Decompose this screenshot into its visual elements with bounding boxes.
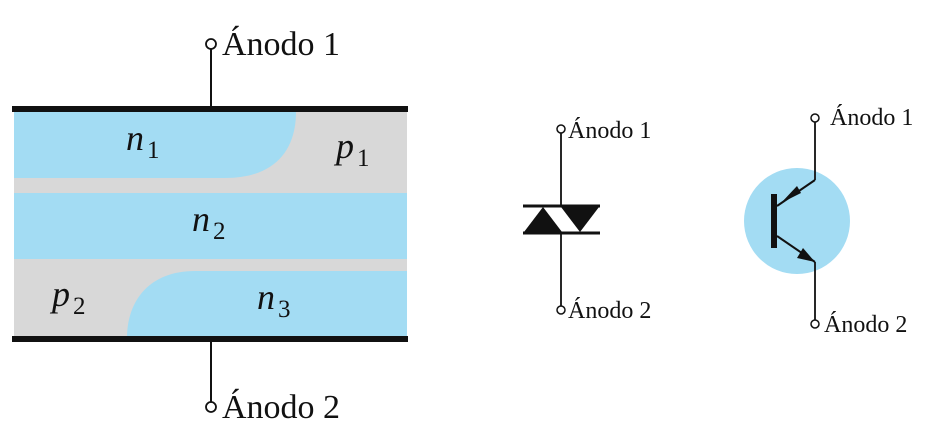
bottom-terminal [205,401,217,413]
anode-1-label: Ánodo 1 [222,26,340,63]
diac-triangle-down [561,207,599,232]
diac-anode-2-label: Ánodo 2 [568,298,651,324]
upper-arrow-icon [781,186,801,203]
anode-2-label: Ánodo 2 [222,389,340,426]
transistor-anode-1-label: Ánodo 1 [830,105,913,131]
base-bar [771,194,777,248]
region-n3 [127,271,407,338]
transistor-anode-2-label: Ánodo 2 [824,312,907,338]
transistor-terminal-top [810,113,820,123]
diac-terminal-bottom [556,305,566,315]
diac-triangle-up [524,207,562,232]
transistor-terminal-bottom [810,319,820,329]
diac-terminal-top [556,124,566,134]
transistor-symbol: Ánodo 1 Ánodo 2 [744,105,913,338]
top-terminal [205,38,217,50]
transistor-circle [744,168,850,274]
top-contact [12,106,408,112]
region-n2 [14,193,407,259]
lower-arrow-icon [797,248,815,262]
diac-symbol: Ánodo 1 Ánodo 2 [523,118,651,324]
region-n1 [14,112,296,178]
diac-anode-1-label: Ánodo 1 [568,118,651,144]
bottom-contact [12,336,408,342]
